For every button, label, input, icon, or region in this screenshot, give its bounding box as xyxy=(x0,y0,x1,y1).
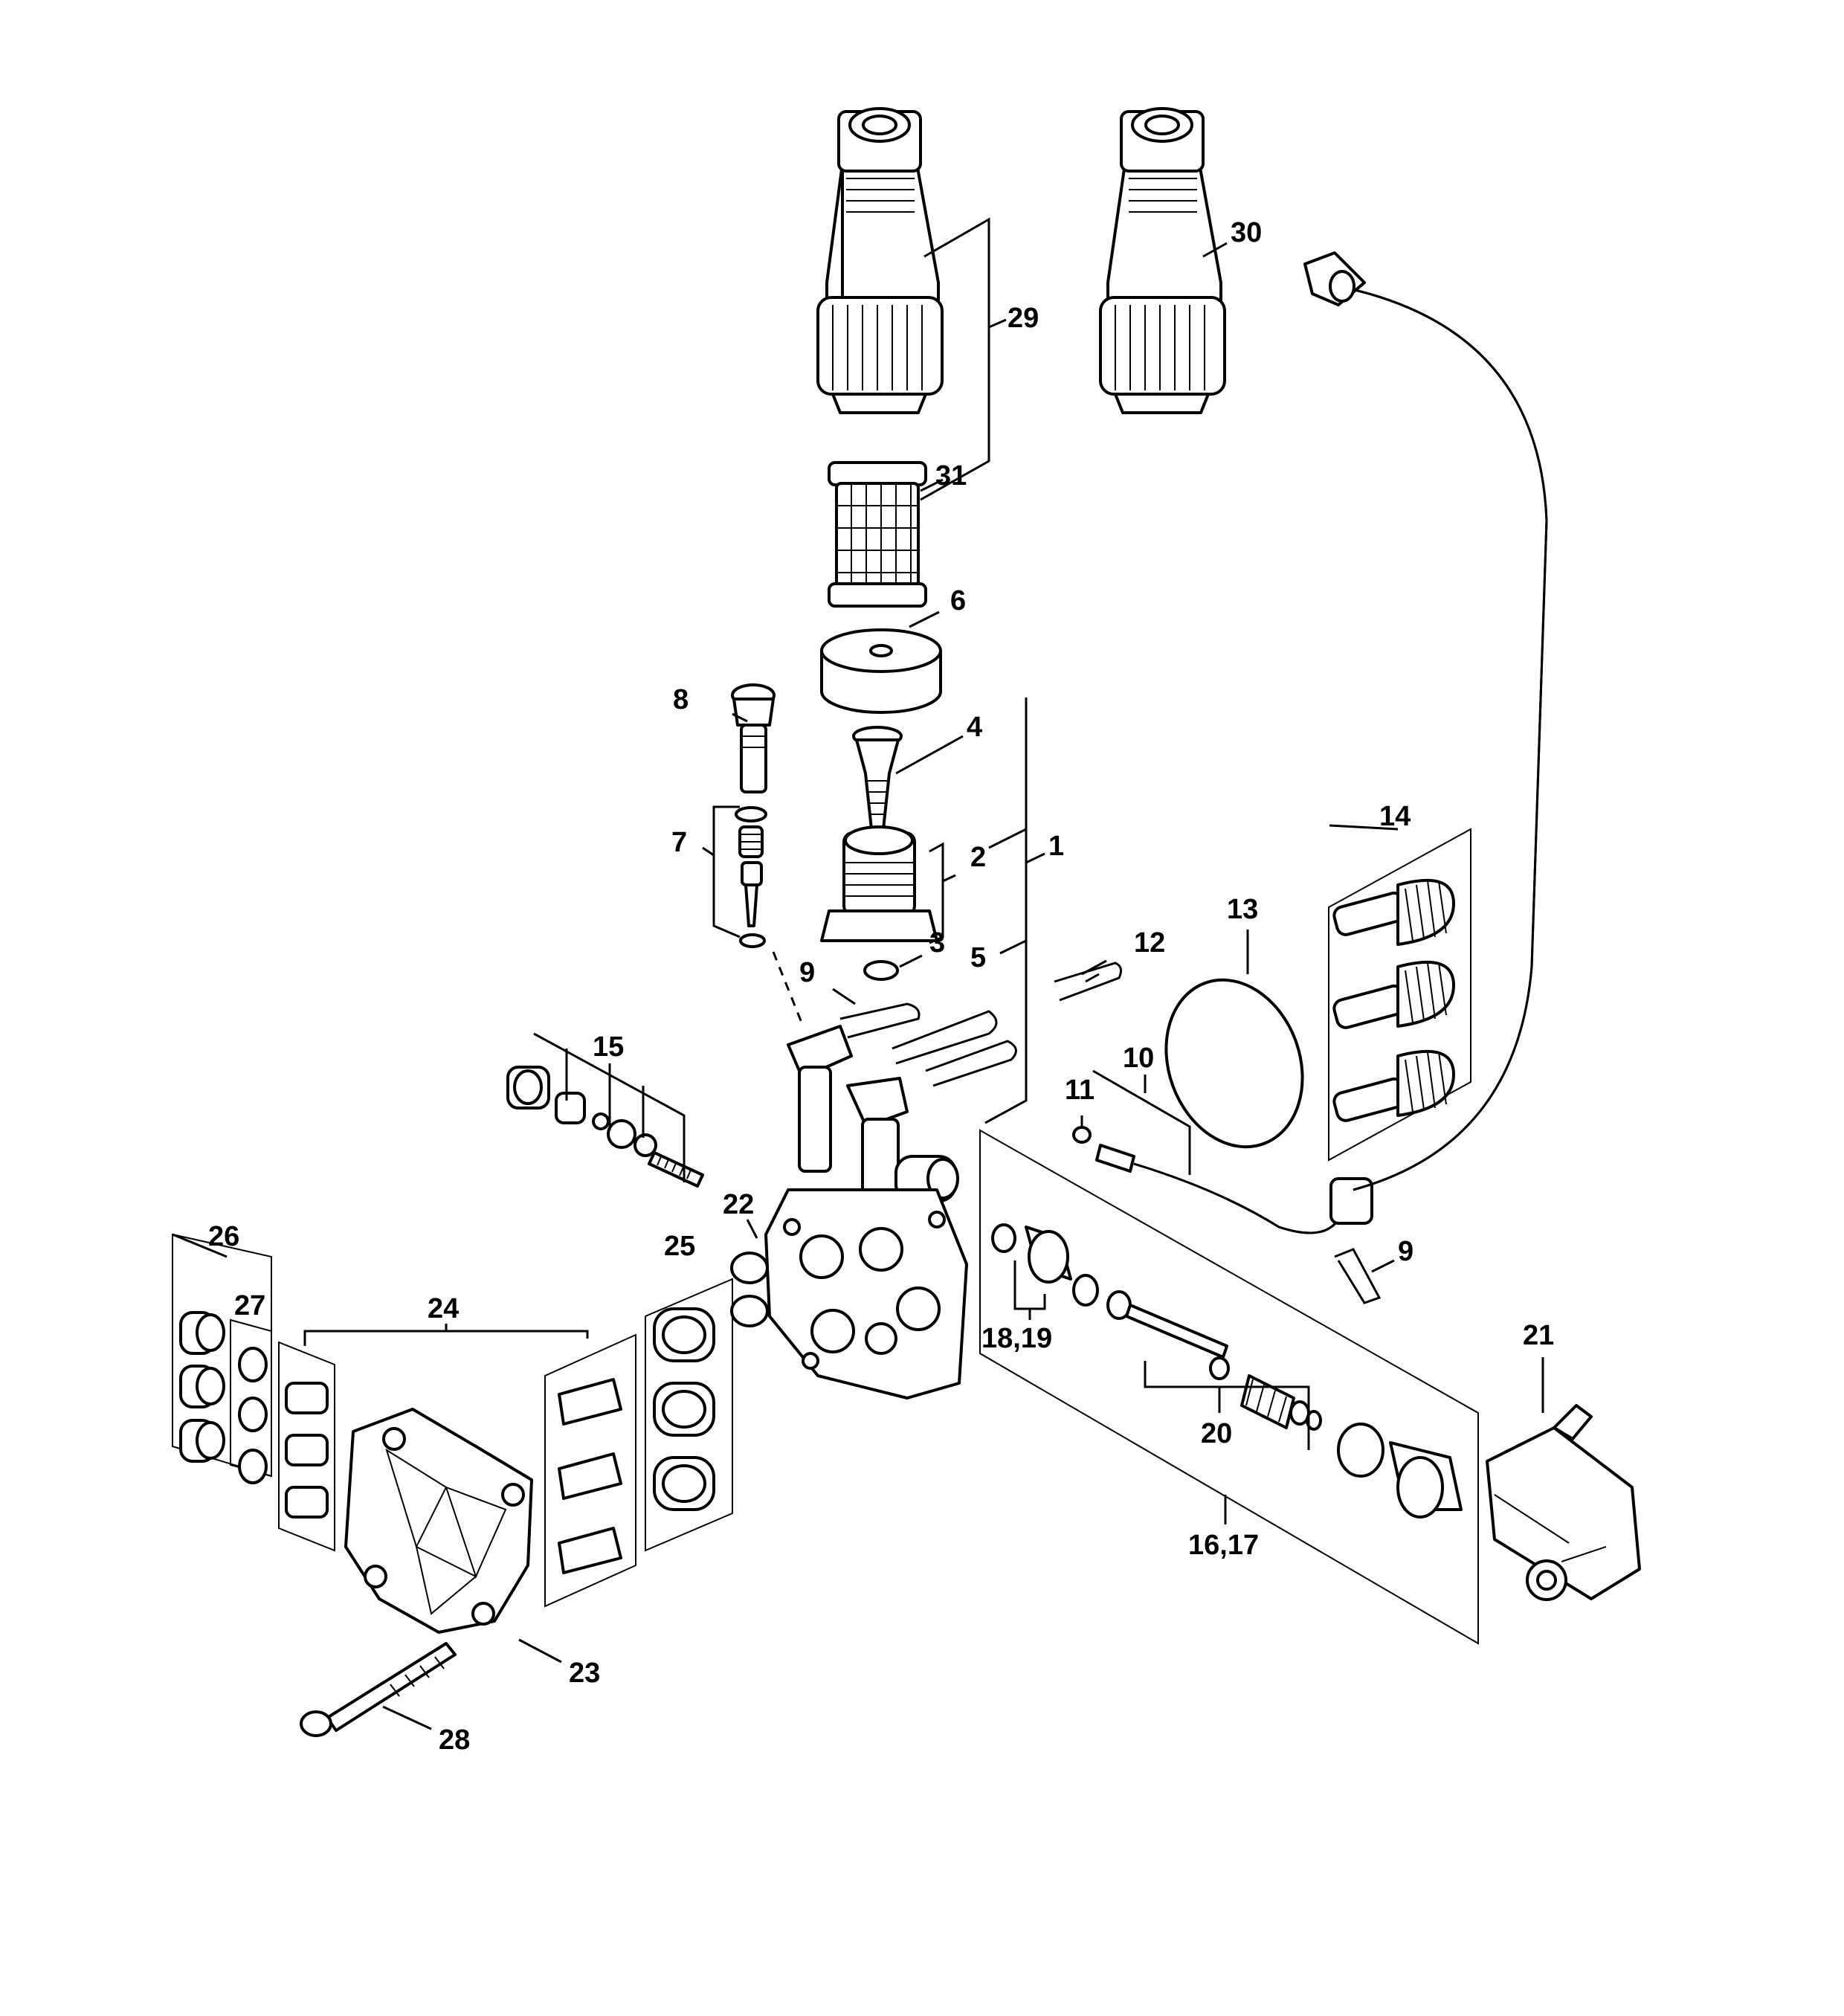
callout-16-17: 16,17 xyxy=(1188,1530,1259,1561)
callout-21: 21 xyxy=(1523,1320,1554,1351)
part-9-retaining-clip-lower xyxy=(1334,1248,1382,1304)
part-15-valve-kit xyxy=(506,1066,704,1188)
part-1-pump-manifold xyxy=(764,1025,968,1400)
callout-25: 25 xyxy=(664,1231,695,1262)
part-2-inlet-nipple xyxy=(820,825,938,942)
callout-22: 22 xyxy=(723,1189,754,1220)
callout-14: 14 xyxy=(1379,801,1411,832)
part-27-o-ring-set xyxy=(230,1318,272,1484)
callout-29: 29 xyxy=(1008,303,1039,334)
part-22-o-rings xyxy=(730,1252,769,1327)
part-31-strainer xyxy=(828,461,927,608)
callout-2: 2 xyxy=(970,842,986,873)
callout-labels: 29 30 31 6 8 4 7 2 1 3 9 5 12 13 14 15 1… xyxy=(208,217,1554,1756)
part-12-retaining-clip xyxy=(1054,962,1123,1002)
callout-9-top: 9 xyxy=(799,957,815,988)
callout-24: 24 xyxy=(428,1293,459,1324)
callout-23: 23 xyxy=(569,1658,600,1689)
part-6-filter-disc xyxy=(820,628,942,714)
part-29-filter-housing xyxy=(816,107,944,414)
callout-13: 13 xyxy=(1227,894,1258,925)
callout-20: 20 xyxy=(1201,1418,1232,1449)
part-30-filter-housing xyxy=(1099,107,1226,414)
part-4-valve-insert xyxy=(852,726,903,831)
part-8-unloader-knob xyxy=(731,683,776,793)
part-16-17-bypass-valve-assembly xyxy=(979,1129,1479,1645)
callout-26: 26 xyxy=(208,1221,239,1252)
part-3-o-ring xyxy=(863,960,899,981)
callout-4: 4 xyxy=(967,712,982,743)
callout-11: 11 xyxy=(1065,1075,1095,1106)
callout-10: 10 xyxy=(1123,1043,1154,1074)
part-26-plug-set xyxy=(172,1233,272,1478)
part-28-bolt xyxy=(300,1642,457,1737)
part-7-check-valve-set xyxy=(735,806,767,948)
part-23-cylinder-head xyxy=(344,1408,533,1634)
part-9-retaining-clip xyxy=(839,1002,921,1039)
callout-8: 8 xyxy=(673,684,689,715)
part-13-large-o-ring xyxy=(1164,978,1304,1149)
callout-27: 27 xyxy=(234,1290,265,1321)
part-10-high-pressure-hose xyxy=(1095,251,1548,1234)
callout-15: 15 xyxy=(593,1031,624,1063)
callout-31: 31 xyxy=(935,460,967,492)
callout-3: 3 xyxy=(929,927,945,959)
callout-30: 30 xyxy=(1231,217,1262,248)
part-25-seal-set xyxy=(645,1278,733,1552)
callout-18-19: 18,19 xyxy=(981,1323,1052,1354)
part-24-seal-set xyxy=(278,1333,636,1608)
part-14-piston-set xyxy=(1328,828,1471,1162)
callout-7: 7 xyxy=(671,827,687,858)
callout-1: 1 xyxy=(1048,831,1064,862)
leader-lines xyxy=(172,217,1544,1730)
callout-6: 6 xyxy=(950,585,966,616)
part-11-o-ring xyxy=(1072,1126,1092,1144)
part-5-retaining-clips xyxy=(892,1010,1017,1087)
callout-9-lower: 9 xyxy=(1398,1236,1413,1267)
callout-28: 28 xyxy=(439,1724,470,1756)
callout-5: 5 xyxy=(970,942,986,973)
callout-12: 12 xyxy=(1134,927,1165,959)
part-21-pressure-switch xyxy=(1486,1404,1641,1601)
